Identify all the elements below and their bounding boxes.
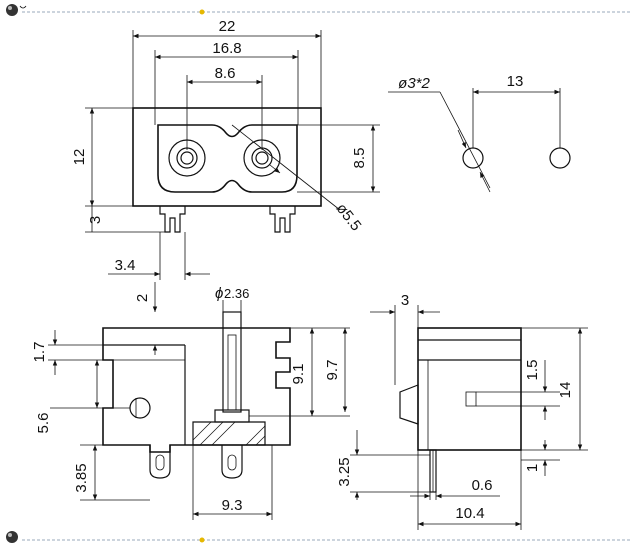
- dim-14: 14: [557, 382, 574, 399]
- dim-16-8: 16.8: [212, 40, 241, 57]
- dim-3-4: 3.4: [115, 257, 136, 274]
- dim-2: 2: [134, 294, 151, 302]
- dim-12: 12: [71, 149, 88, 166]
- pin-dia-symbol: ϕ: [215, 285, 223, 302]
- dim-1-7: 1.7: [31, 342, 48, 363]
- top-border: [6, 4, 630, 16]
- bottom-border: [6, 531, 630, 543]
- dim-8-6: 8.6: [215, 65, 236, 82]
- dim-2-36: 2.36: [224, 286, 249, 301]
- dim-9-3: 9.3: [222, 497, 243, 514]
- dim-22: 22: [219, 18, 236, 35]
- dim-9-7: 9.7: [324, 360, 341, 381]
- dim-3-85: 3.85: [73, 463, 90, 492]
- dim-1-5: 1.5: [524, 360, 541, 381]
- dim-13: 13: [507, 73, 524, 90]
- dim-10-4: 10.4: [455, 505, 484, 522]
- dim-0-6: 0.6: [472, 477, 493, 494]
- dim-3-25: 3.25: [336, 457, 353, 486]
- dim-1: 1: [524, 464, 541, 472]
- dim-9-1: 9.1: [290, 364, 307, 385]
- dim-hole-dia: ø3*2: [398, 75, 430, 92]
- section-view: ϕ 2.36 2 1.7 5.6 3.85 9.1 9.7 9.3: [31, 282, 350, 520]
- dim-right-3: 3: [401, 292, 409, 309]
- front-view: 22 16.8 8.6 12 8.5 ø5.5 3 3.4: [71, 18, 380, 280]
- dim-8-5: 8.5: [351, 148, 368, 169]
- dim-dia-5-5: ø5.5: [333, 200, 365, 234]
- dim-5-6: 5.6: [35, 413, 52, 434]
- dim-3-peg: 3: [87, 216, 104, 224]
- hole-pattern-view: 13 ø3*2: [388, 73, 571, 193]
- side-view: 3 1.5 14 1 3.25 0.6 10.4: [336, 292, 588, 530]
